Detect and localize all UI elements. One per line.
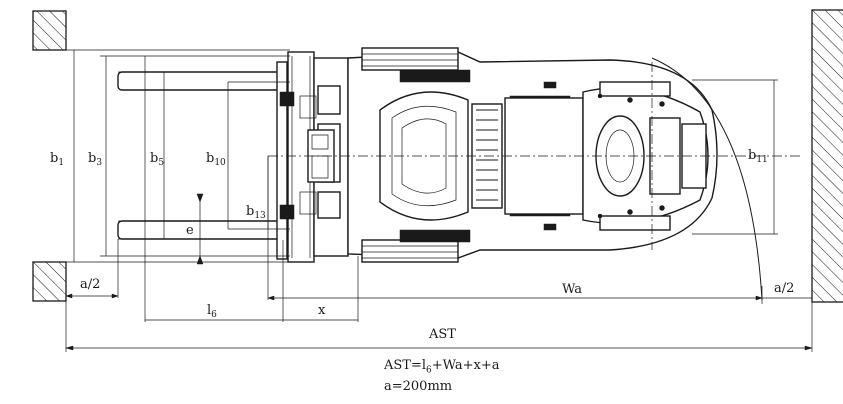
label-x: x: [318, 303, 326, 318]
extension-lines: [65, 49, 813, 352]
formula-ast: AST=l6+Wa+x+a: [384, 358, 500, 376]
mast-carriage: [276, 51, 349, 263]
turning-radius-arc: [651, 57, 763, 301]
lower-fork: [117, 220, 284, 240]
formula-ast-rhs: +Wa+x+a: [431, 358, 500, 373]
label-b1: b1: [50, 151, 64, 168]
top-left-pallet-block: [32, 10, 67, 51]
bottom-left-pallet-block: [32, 261, 67, 302]
label-l6: l6: [207, 303, 217, 320]
label-b13: b13: [246, 204, 266, 221]
label-wa: Wa: [562, 282, 582, 297]
right-wall: [811, 9, 843, 303]
formula-ast-subscript: 6: [426, 365, 432, 376]
formula-ast-lhs: AST=l: [384, 358, 427, 373]
formula-a-value: a=200mm: [384, 379, 453, 394]
forks: [117, 71, 284, 240]
hatched-blocks: [32, 9, 843, 303]
label-e: e: [186, 223, 194, 238]
label-b11: b11: [748, 148, 768, 165]
label-a-half-left: a/2: [80, 277, 100, 292]
truck-body: [347, 47, 718, 263]
upper-fork: [117, 71, 284, 91]
dimension-labels: b1 b3 b5 b10 b13 b11 e a/2 a/2 l6 x Wa A…: [50, 148, 794, 342]
label-b10: b10: [206, 151, 226, 168]
label-b5: b5: [150, 151, 164, 168]
label-a-half-right: a/2: [774, 281, 794, 296]
label-b3: b3: [88, 151, 102, 168]
dimension-lines: [65, 50, 813, 351]
label-ast: AST: [428, 327, 456, 342]
